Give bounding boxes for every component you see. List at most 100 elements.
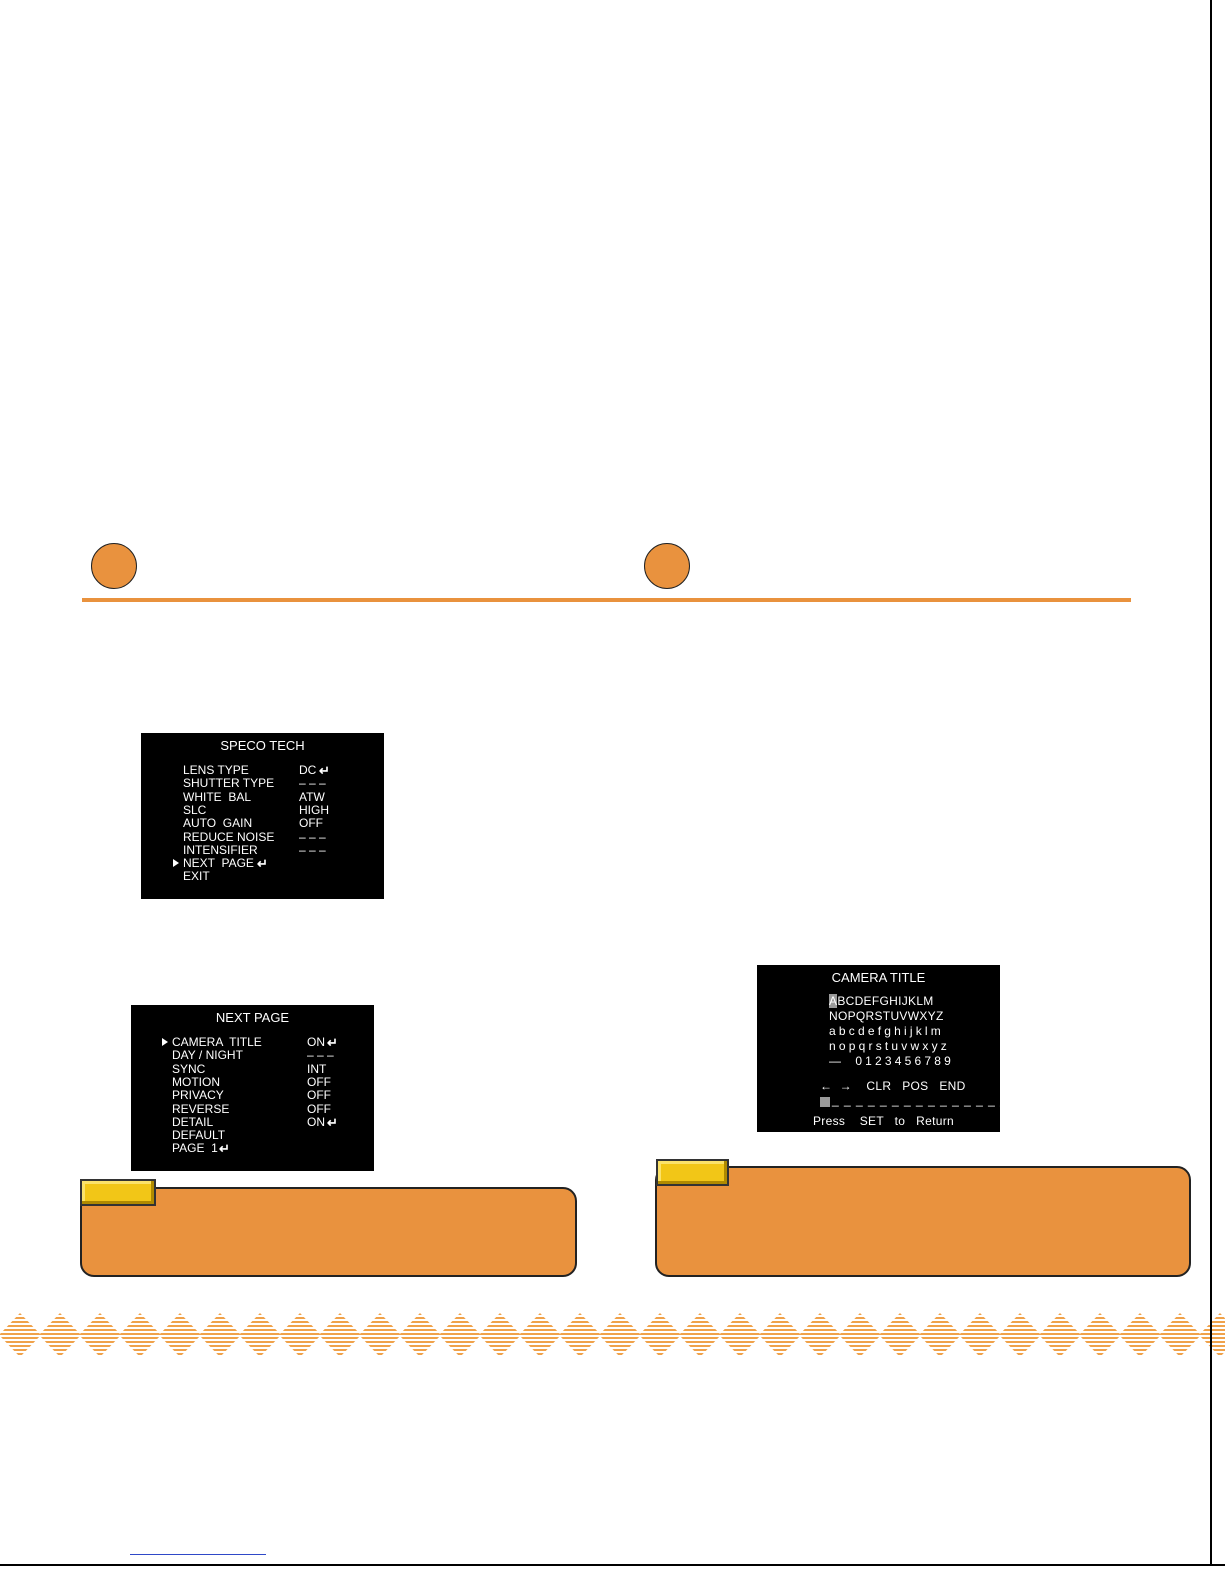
menu-item-label[interactable]: SLC [183,802,207,817]
note-box-right [655,1166,1191,1277]
diamond-ornament [559,1313,601,1357]
diamond-ornament [519,1313,561,1357]
dash-char: — [829,1054,842,1068]
char-row-3: abcdefghijklm [829,1024,944,1038]
diamond-ornament [839,1313,881,1357]
enter-icon: ↵ [327,1035,338,1050]
diamond-ornament [39,1313,81,1357]
diamond-ornament [1039,1313,1081,1357]
menu-item-value: – – – [299,829,326,844]
diamond-ornament [399,1313,441,1357]
decorative-diamond-band [0,1313,1225,1357]
section-marker-right [644,543,690,589]
char-row-1: ABCDEFGHIJKLM [829,994,934,1009]
diamond-ornament [959,1313,1001,1357]
diamond-ornament [759,1313,801,1357]
diamond-ornament [0,1313,41,1357]
title-controls: ← → CLR POS END [820,1079,966,1093]
diamond-ornament [79,1313,121,1357]
menu-item-label[interactable]: REVERSE [172,1101,230,1116]
enter-icon: ↵ [219,1141,230,1157]
menu-item-label[interactable]: EXIT [183,869,210,884]
note-tab-left [80,1179,156,1206]
menu-item-value: – – – [299,776,326,791]
page-edge-line [1210,0,1212,1565]
char-row-2: NOPQRSTUVWXYZ [829,1009,944,1023]
menu-item-value: HIGH [299,802,329,817]
menu-item-label[interactable]: DEFAULT [172,1128,226,1143]
menu-cursor [162,1038,168,1046]
digit-chars: 0123456789 [855,1054,955,1068]
menu-item-label[interactable]: INTENSIFIER [183,842,258,857]
menu-cursor [173,859,179,868]
diamond-ornament [159,1313,201,1357]
diamond-ornament [239,1313,281,1357]
note-tab-right [656,1159,729,1186]
enter-icon: ↵ [257,856,268,872]
menu-item-value: ON [307,1035,325,1049]
section-divider [82,598,1131,602]
diamond-ornament [1159,1313,1201,1357]
diamond-ornament [279,1313,321,1357]
osd-footer-hint: Press SET to Return [813,1114,954,1128]
title-position-cursor [820,1097,830,1107]
char-row-1-text: BCDEFGHIJKLM [837,994,934,1008]
footer-link-underline[interactable] [130,1554,266,1555]
menu-item-value: – – – [299,842,326,857]
diamond-ornament [439,1313,481,1357]
diamond-ornament [1199,1313,1225,1357]
menu-item-label[interactable]: LENS TYPE [183,763,249,777]
diamond-ornament [319,1313,361,1357]
menu-item-label[interactable]: PRIVACY [172,1088,224,1103]
diamond-ornament [119,1313,161,1357]
menu-item-value: DC [299,763,317,777]
char-row-4: nopqrstuvwxyz [829,1039,950,1053]
menu-item-label[interactable]: SYNC [172,1061,206,1076]
diamond-ornament [719,1313,761,1357]
osd-menu-title: SPECO TECH [220,738,305,753]
diamond-ornament [599,1313,641,1357]
menu-item-label[interactable]: SHUTTER TYPE [183,776,275,791]
diamond-ornament [919,1313,961,1357]
menu-item-label[interactable]: DETAIL [172,1114,214,1129]
diamond-ornament [999,1313,1041,1357]
osd-menu-camera-title: CAMERA TITLE ABCDEFGHIJKLM NOPQRSTUVWXYZ… [757,965,1007,1132]
menu-item-label[interactable]: NEXT PAGE [183,856,254,871]
enter-icon: ↵ [319,763,330,778]
osd-menu-title: CAMERA TITLE [831,970,926,985]
menu-item-value: OFF [307,1088,331,1103]
menu-item-label[interactable]: AUTO GAIN [183,816,253,831]
osd-menu-title: NEXT PAGE [215,1010,290,1025]
diamond-ornament [359,1313,401,1357]
diamond-ornament [479,1313,521,1357]
menu-item-value: INT [307,1061,327,1076]
menu-item-label[interactable]: DAY / NIGHT [172,1048,243,1063]
menu-item-label[interactable]: WHITE BAL [183,789,252,804]
menu-item-value: OFF [299,816,323,831]
diamond-ornament [639,1313,681,1357]
diamond-ornament [1119,1313,1161,1357]
diamond-ornament [679,1313,721,1357]
section-marker-left [91,543,137,589]
menu-item-value: ATW [299,789,325,804]
menu-item-label[interactable]: MOTION [172,1074,220,1089]
enter-icon: ↵ [327,1114,338,1130]
diamond-ornament [1079,1313,1121,1357]
char-cursor: A [829,994,838,1008]
menu-item-value: – – – [307,1048,334,1063]
footer-rule [0,1564,1225,1566]
diamond-ornament [199,1313,241,1357]
menu-item-value: OFF [307,1074,331,1089]
menu-item-value: ON [307,1114,325,1129]
note-box-left [80,1187,577,1277]
menu-item-label[interactable]: CAMERA TITLE [172,1035,262,1049]
title-entry-slots: _ _ _ _ _ _ _ _ _ _ _ _ _ _ _ [832,1093,1008,1107]
menu-item-label[interactable]: PAGE 1 [172,1141,218,1156]
menu-item-value: OFF [307,1101,331,1116]
menu-item-label[interactable]: REDUCE NOISE [183,829,275,844]
diamond-ornament [799,1313,841,1357]
diamond-ornament [879,1313,921,1357]
char-row-5: — 0123456789 [829,1054,954,1069]
